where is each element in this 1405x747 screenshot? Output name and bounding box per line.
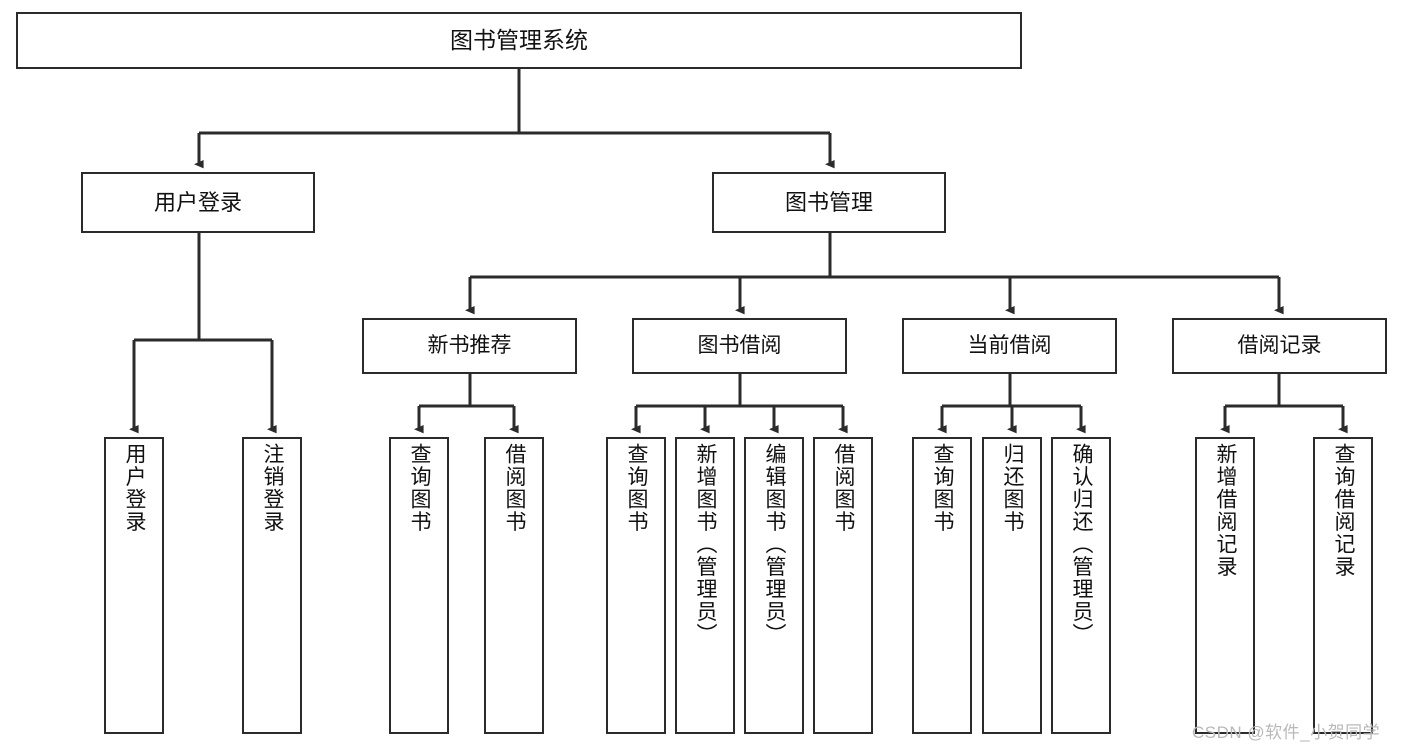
node-leaf-query-book-1-label: 查询图书 (408, 443, 432, 533)
node-root[interactable]: 图书管理系统 (16, 12, 1022, 69)
node-leaf-add-record[interactable]: 新增借阅记录 (1195, 437, 1255, 734)
node-new-book-recommend[interactable]: 新书推荐 (362, 318, 577, 374)
node-current-borrow[interactable]: 当前借阅 (902, 318, 1117, 374)
csdn-watermark: CSDN @软件_小贺同学 (1192, 723, 1381, 742)
node-new-book-recommend-label: 新书推荐 (427, 333, 512, 357)
node-root-label: 图书管理系统 (450, 26, 588, 53)
node-leaf-return-book-label: 归还图书 (1001, 443, 1025, 533)
node-leaf-user-login[interactable]: 用户登录 (104, 437, 164, 734)
node-book-borrow[interactable]: 图书借阅 (632, 318, 847, 374)
node-leaf-query-book-2-label: 查询图书 (625, 443, 649, 533)
node-user-login-label: 用户登录 (153, 189, 242, 215)
node-leaf-query-record[interactable]: 查询借阅记录 (1313, 437, 1373, 734)
node-leaf-query-record-label: 查询借阅记录 (1332, 443, 1356, 578)
node-leaf-query-book-3-label: 查询图书 (931, 443, 955, 533)
node-book-manage[interactable]: 图书管理 (712, 172, 946, 233)
node-leaf-borrow-book-1[interactable]: 借阅图书 (484, 437, 544, 734)
node-book-borrow-label: 图书借阅 (697, 333, 782, 357)
node-leaf-user-login-label: 用户登录 (123, 443, 147, 533)
node-borrow-record[interactable]: 借阅记录 (1172, 318, 1387, 374)
node-borrow-record-label: 借阅记录 (1237, 333, 1322, 357)
node-leaf-edit-book-label: 编辑图书（管理员） (763, 443, 787, 646)
node-leaf-query-book-3[interactable]: 查询图书 (912, 437, 972, 734)
node-leaf-edit-book[interactable]: 编辑图书（管理员） (744, 437, 804, 734)
node-leaf-borrow-book-1-label: 借阅图书 (503, 443, 527, 533)
node-leaf-logout-label: 注销登录 (261, 443, 285, 533)
node-leaf-confirm-return-label: 确认归还（管理员） (1070, 443, 1094, 646)
node-leaf-query-book-1[interactable]: 查询图书 (389, 437, 449, 734)
node-user-login[interactable]: 用户登录 (81, 172, 315, 233)
node-leaf-logout[interactable]: 注销登录 (242, 437, 302, 734)
node-leaf-borrow-book-2-label: 借阅图书 (832, 443, 856, 533)
node-book-manage-label: 图书管理 (784, 189, 873, 215)
node-leaf-query-book-2[interactable]: 查询图书 (606, 437, 666, 734)
node-leaf-borrow-book-2[interactable]: 借阅图书 (813, 437, 873, 734)
node-leaf-add-book[interactable]: 新增图书（管理员） (675, 437, 735, 734)
node-leaf-add-book-label: 新增图书（管理员） (694, 443, 718, 646)
node-leaf-return-book[interactable]: 归还图书 (982, 437, 1042, 734)
node-current-borrow-label: 当前借阅 (967, 333, 1052, 357)
node-leaf-add-record-label: 新增借阅记录 (1214, 443, 1238, 578)
node-leaf-confirm-return[interactable]: 确认归还（管理员） (1051, 437, 1111, 734)
